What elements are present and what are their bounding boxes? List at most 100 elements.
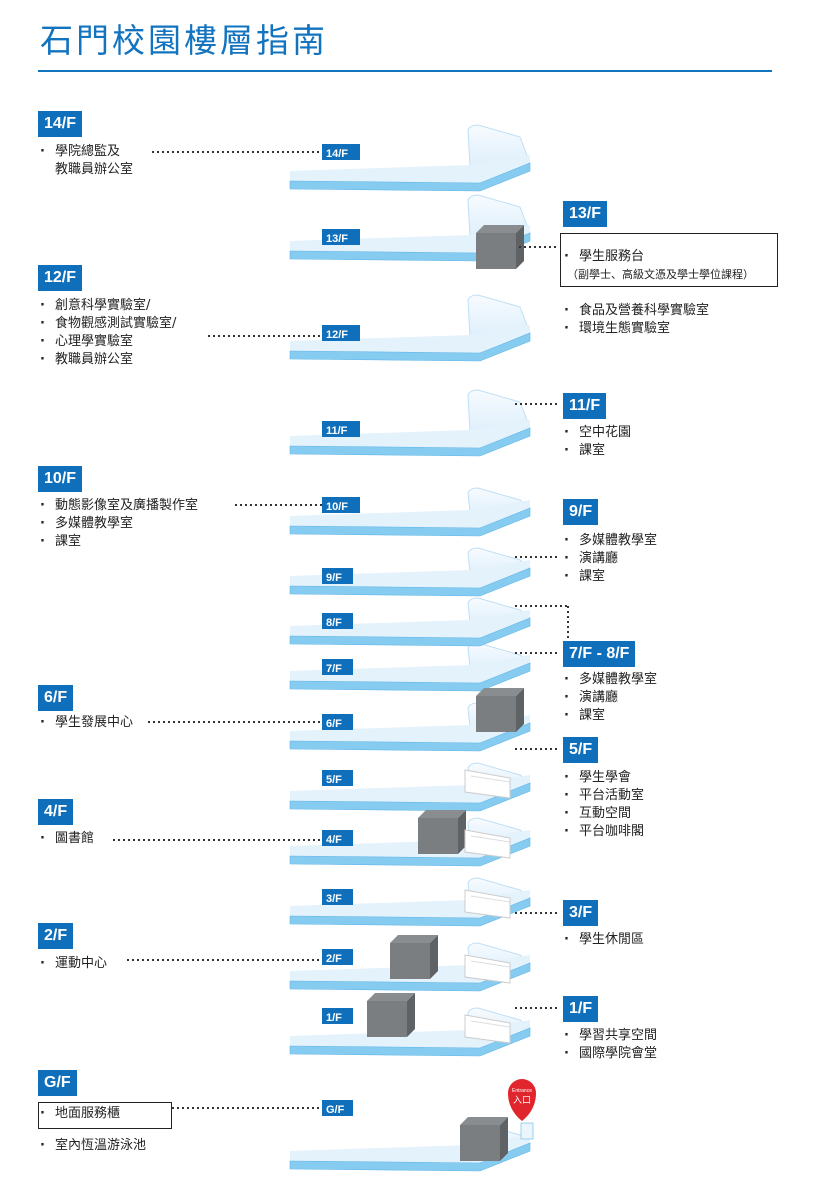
map-floor-tag: 4/F xyxy=(326,834,342,846)
list-item: 學習共享空間 xyxy=(562,1027,657,1045)
map-floor-tag-bg xyxy=(322,1100,353,1116)
map-floor-tag: G/F xyxy=(326,1104,345,1116)
floor-slab-edge xyxy=(289,897,531,927)
stair-panel-line xyxy=(470,895,511,903)
map-floor-tag-bg xyxy=(322,325,360,341)
list-item: 圖書館 xyxy=(38,830,94,848)
floor-list-6f: 學生發展中心 xyxy=(38,714,133,732)
floor-badge-3f: 3/F xyxy=(563,900,599,926)
service-core-top xyxy=(367,993,415,1001)
map-floor-tag-bg xyxy=(322,497,360,513)
floor-badge-4f: 4/F xyxy=(38,799,74,825)
floor-badge-14f: 14/F xyxy=(38,111,83,137)
list-item: 環境生態實驗室 xyxy=(562,320,709,338)
list-item: 動態影像室及廣播製作室 xyxy=(38,497,198,515)
list-item: 學院總監及 xyxy=(38,143,133,161)
floor-slab-edge xyxy=(289,722,531,752)
floor-list-5f: 學生學會 平台活動室 互動空間 平台咖啡閣 xyxy=(562,769,644,841)
list-item: 平台咖啡閣 xyxy=(562,823,644,841)
entrance-label-zh: 入口 xyxy=(513,1095,531,1106)
map-floor-tag-bg xyxy=(322,144,360,160)
floor-badge-10f: 10/F xyxy=(38,466,83,492)
floor-list-2f: 運動中心 xyxy=(38,955,107,973)
service-core-top xyxy=(390,935,438,943)
map-floor-tag-bg xyxy=(322,949,353,965)
floor-slab-edge xyxy=(289,162,531,192)
service-core-top xyxy=(460,1117,508,1125)
service-core-top xyxy=(476,688,524,696)
floor-slab-plate xyxy=(290,225,530,253)
map-floor-tag: 14/F xyxy=(326,148,348,160)
stair-panel-line xyxy=(470,960,511,968)
map-floor-tag-bg xyxy=(322,613,353,629)
map-floor-tag: 6/F xyxy=(326,718,342,730)
floor-slab-edge xyxy=(289,332,531,362)
floor-slab-plate xyxy=(290,775,530,803)
list-item: 多媒體教學室 xyxy=(562,532,657,550)
map-floor-tag-bg xyxy=(322,659,353,675)
service-core-side xyxy=(407,993,415,1037)
floor-list-7f-8f: 多媒體教學室 演講廳 課室 xyxy=(562,671,657,725)
map-floor-tag-bg xyxy=(322,568,353,584)
map-floor-tag: 11/F xyxy=(326,425,348,437)
floor-slab-plate xyxy=(290,500,530,528)
floor-list-3f: 學生休閒區 xyxy=(562,931,644,949)
floor-list-14f: 學院總監及 教職員辦公室 xyxy=(38,143,133,179)
stair-panel-line xyxy=(470,835,511,843)
map-floor-tag: 10/F xyxy=(326,501,348,513)
list-item: 空中花園 xyxy=(562,424,631,442)
map-floor-tag-bg xyxy=(322,889,353,905)
list-item: 課室 xyxy=(38,533,198,551)
highlight-box-13f xyxy=(560,233,778,287)
map-floor-tag: 13/F xyxy=(326,233,348,245)
floor-badge-1f: 1/F xyxy=(563,996,599,1022)
stair-panel-line xyxy=(470,775,511,783)
page-title: 石門校園樓層指南 xyxy=(40,21,328,60)
floor-slab-plate xyxy=(290,420,530,448)
list-item: 食品及營養科學實驗室 xyxy=(562,302,709,320)
floor-list-1f: 學習共享空間 國際學院會堂 xyxy=(562,1027,657,1063)
title-divider xyxy=(38,70,772,72)
service-desk-note: （副學士、高級文憑及學士學位課程） xyxy=(567,268,754,281)
floor-badge-2f: 2/F xyxy=(38,923,74,949)
floor-slab-edge xyxy=(289,782,531,812)
list-item: 食物觀感測試實驗室/ xyxy=(38,315,176,333)
map-floor-tag: 7/F xyxy=(326,663,342,675)
map-floor-tag-bg xyxy=(322,770,353,786)
service-core-side xyxy=(500,1117,508,1161)
list-item: 教職員辦公室 xyxy=(55,162,134,177)
floor-badge-gf: G/F xyxy=(38,1070,77,1096)
entrance-label-en: Entrance xyxy=(512,1088,532,1094)
list-item: 運動中心 xyxy=(38,955,107,973)
list-item: 多媒體教學室 xyxy=(38,515,198,533)
service-core-front xyxy=(460,1125,500,1161)
floor-badge-13f: 13/F xyxy=(563,201,608,227)
floor-list-13f: 食品及營養科學實驗室 環境生態實驗室 xyxy=(562,302,709,338)
floor-slab-edge xyxy=(289,962,531,992)
floor-slab-edge xyxy=(289,1027,531,1057)
floor-slab-plate xyxy=(290,610,530,638)
floor-slab-edge xyxy=(289,567,531,597)
map-floor-tag-bg xyxy=(322,830,353,846)
service-core-front xyxy=(476,233,516,269)
service-core-side xyxy=(430,935,438,979)
map-floor-tag: 3/F xyxy=(326,893,342,905)
floor-slab-edge xyxy=(289,1142,531,1172)
map-floor-tag: 8/F xyxy=(326,617,342,629)
floor-list-13f-desk: 學生服務台 xyxy=(562,248,644,266)
floor-badge-9f: 9/F xyxy=(563,499,599,525)
map-floor-tag: 5/F xyxy=(326,774,342,786)
list-item: 課室 xyxy=(562,568,657,586)
list-item: 學生學會 xyxy=(562,769,644,787)
list-item: 互動空間 xyxy=(562,805,644,823)
map-floor-tag: 1/F xyxy=(326,1012,342,1024)
list-item: 教職員辦公室 xyxy=(38,351,176,369)
floor-list-12f: 創意科學實驗室/ 食物觀感測試實驗室/ 心理學實驗室 教職員辦公室 xyxy=(38,297,176,369)
service-core-front xyxy=(476,696,516,732)
list-item: 課室 xyxy=(562,707,657,725)
list-item: 創意科學實驗室/ xyxy=(38,297,176,315)
floor-badge-12f: 12/F xyxy=(38,265,83,291)
floor-slab-plate xyxy=(290,715,530,743)
list-item: 課室 xyxy=(562,442,631,460)
